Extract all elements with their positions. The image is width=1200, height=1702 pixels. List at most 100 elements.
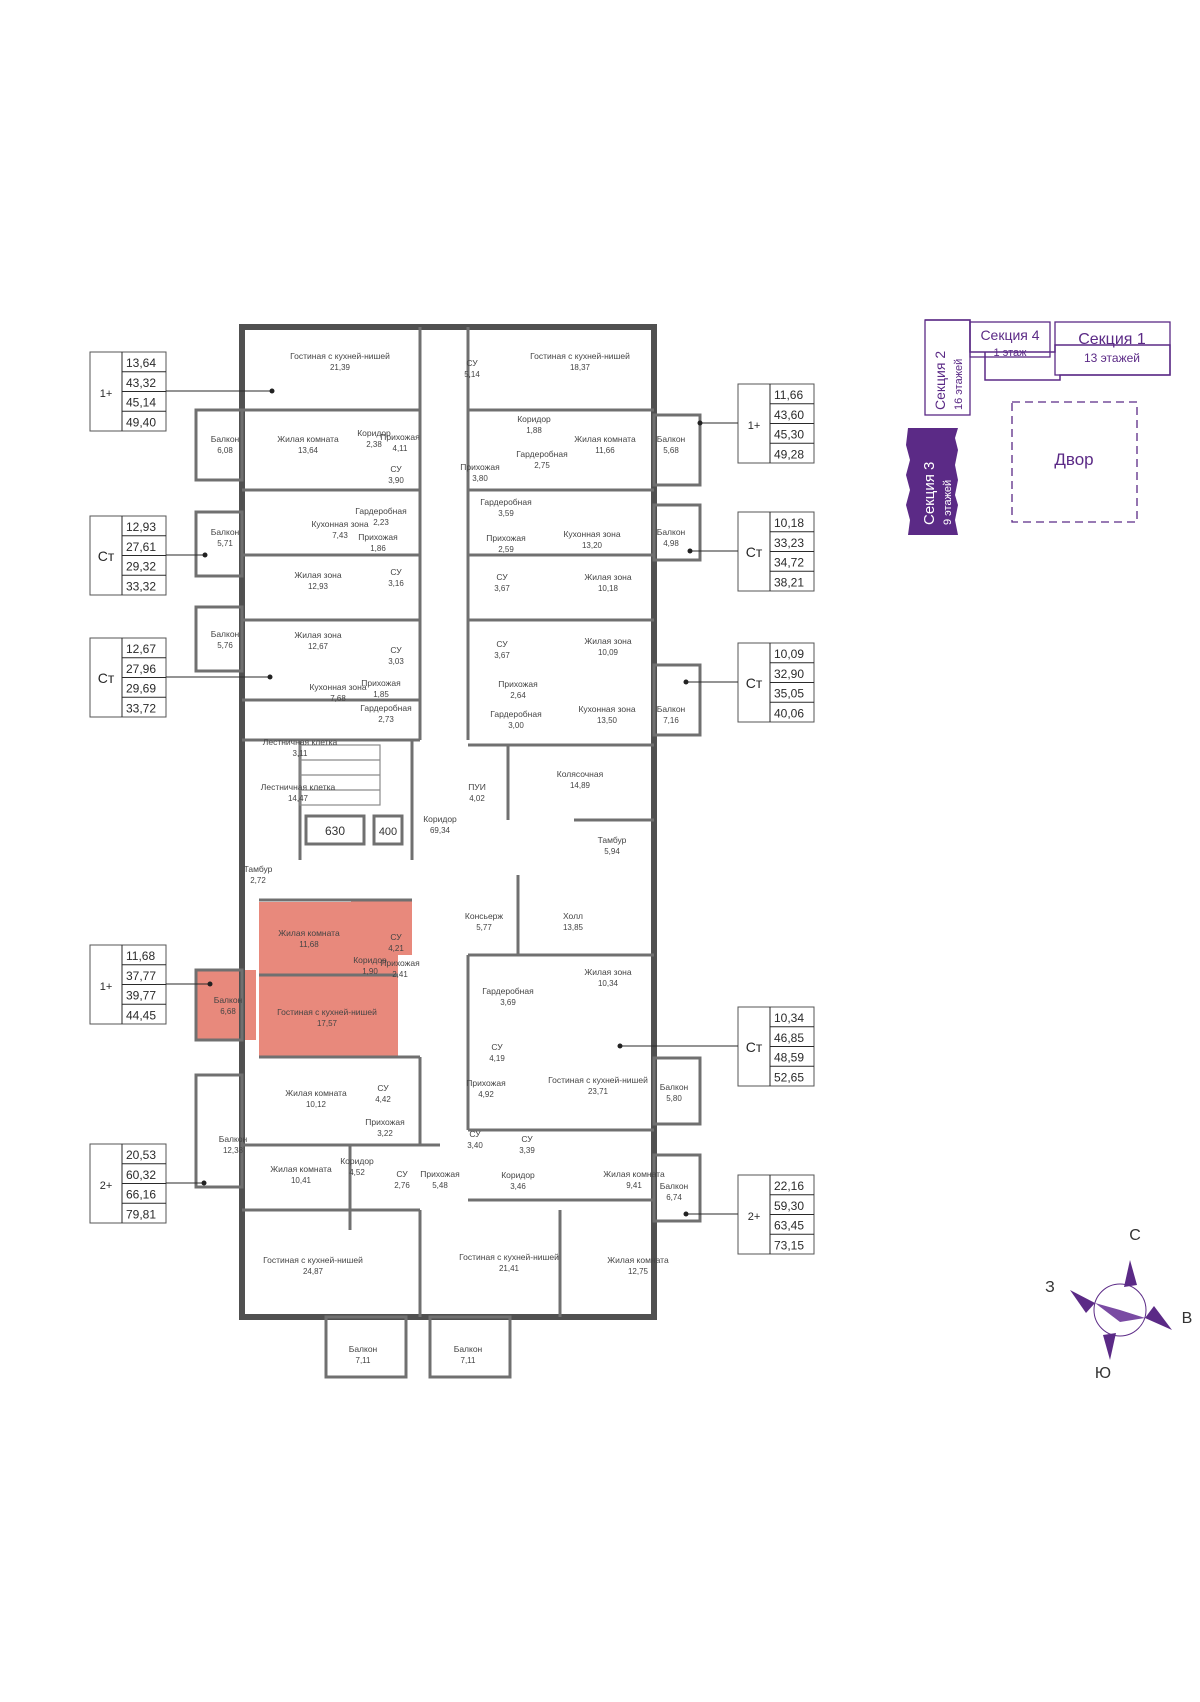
apartment-area-value: 44,45 — [126, 1008, 156, 1022]
room-area: 2,76 — [394, 1181, 410, 1190]
section4-title: Секция 4 — [980, 327, 1039, 343]
room-area: 3,59 — [498, 509, 514, 518]
section3-floors: 9 этажей — [942, 480, 954, 525]
room-name: Балкон — [214, 995, 243, 1005]
room-name: Тамбур — [598, 835, 627, 845]
apartment-area-value: 11,66 — [774, 388, 803, 402]
room-name: СУ — [491, 1042, 503, 1052]
apartment-type: 1+ — [100, 981, 113, 993]
room-area: 4,92 — [478, 1090, 494, 1099]
room-area: 3,69 — [500, 998, 516, 1007]
apartment-area-value: 43,32 — [126, 376, 156, 390]
room-area: 2,73 — [378, 715, 394, 724]
room-area: 10,09 — [598, 648, 619, 657]
room-area: 6,68 — [220, 1007, 236, 1016]
room-name: Лестничная клетка — [263, 737, 338, 747]
room-area: 9,41 — [626, 1181, 642, 1190]
room-name: Колясочная — [557, 769, 604, 779]
apartment-area-value: 12,93 — [126, 520, 156, 534]
room-area: 12,93 — [308, 582, 329, 591]
room-name: Жилая комната — [607, 1255, 669, 1265]
room-name: Прихожая — [486, 533, 526, 543]
room-area: 3,16 — [388, 579, 404, 588]
room-name: Гардеробная — [355, 506, 407, 516]
section1-floors: 13 этажей — [1084, 351, 1140, 365]
compass-north: С — [1129, 1227, 1141, 1244]
room-name: Жилая зона — [584, 572, 631, 582]
room-name: Гардеробная — [480, 497, 532, 507]
apartment-area-value: 29,32 — [126, 560, 156, 574]
apartment-type: Ст — [746, 1039, 763, 1055]
room-area: 2,23 — [373, 518, 389, 527]
leader-dot — [687, 548, 693, 554]
room-area: 1,85 — [373, 690, 389, 699]
room-area: 3,67 — [494, 584, 510, 593]
room-area: 2,41 — [392, 970, 408, 979]
room-name: Жилая комната — [270, 1164, 332, 1174]
room-name: Прихожая — [358, 532, 398, 542]
section3-title: Секция 3 — [921, 462, 938, 525]
room-area: 4,02 — [469, 794, 485, 803]
room-name: Холл — [563, 911, 583, 921]
room-name: Жилая комната — [285, 1088, 347, 1098]
room-name: Балкон — [657, 434, 686, 444]
room-name: Прихожая — [498, 679, 538, 689]
leader-dot — [697, 420, 703, 426]
room-area: 2,75 — [534, 461, 550, 470]
apartment-area-value: 10,18 — [774, 516, 804, 530]
room-name: СУ — [377, 1083, 389, 1093]
room-area: 4,42 — [375, 1095, 391, 1104]
apartment-area-value: 45,14 — [126, 396, 156, 410]
elevators: 630 400 — [304, 814, 404, 846]
room-name: СУ — [469, 1129, 481, 1139]
apartment-area-value: 63,45 — [774, 1219, 804, 1233]
room-area: 18,37 — [570, 363, 591, 372]
compass-west: З — [1045, 1279, 1055, 1296]
apartment-area-value: 37,77 — [126, 969, 156, 983]
room-area: 3,67 — [494, 651, 510, 660]
room-area: 5,76 — [217, 641, 233, 650]
room-name: Тамбур — [244, 864, 273, 874]
room-name: СУ — [521, 1134, 533, 1144]
room-name: СУ — [466, 358, 478, 368]
room-name: СУ — [390, 932, 402, 942]
room-area: 3,39 — [519, 1146, 535, 1155]
apartment-area-value: 10,09 — [774, 647, 804, 661]
apartment-type: 1+ — [748, 420, 761, 432]
apartment-area-value: 59,30 — [774, 1199, 804, 1213]
room-name: СУ — [396, 1169, 408, 1179]
apartment-area-value: 43,60 — [774, 408, 804, 422]
selected-apartment-highlight[interactable] — [196, 900, 412, 1057]
room-name: Кухонная зона — [309, 682, 366, 692]
room-area: 10,18 — [598, 584, 619, 593]
room-area: 3,40 — [467, 1141, 483, 1150]
room-area: 17,57 — [317, 1019, 338, 1028]
room-name: Жилая комната — [277, 434, 339, 444]
room-area: 13,50 — [597, 716, 618, 725]
room-name: Балкон — [454, 1344, 483, 1354]
leader-dot — [617, 1043, 623, 1049]
apartment-area-value: 46,85 — [774, 1031, 804, 1045]
room-area: 3,22 — [377, 1129, 393, 1138]
room-area: 3,03 — [388, 657, 404, 666]
leader-dot — [202, 552, 208, 558]
room-area: 1,88 — [526, 426, 542, 435]
room-name: Балкон — [219, 1134, 248, 1144]
room-name: Лестничная клетка — [261, 782, 336, 792]
compass-rose: С Ю З В — [1045, 1227, 1192, 1382]
room-name: СУ — [496, 572, 508, 582]
apartment-area-value: 40,06 — [774, 706, 804, 720]
room-name: Прихожая — [460, 462, 500, 472]
